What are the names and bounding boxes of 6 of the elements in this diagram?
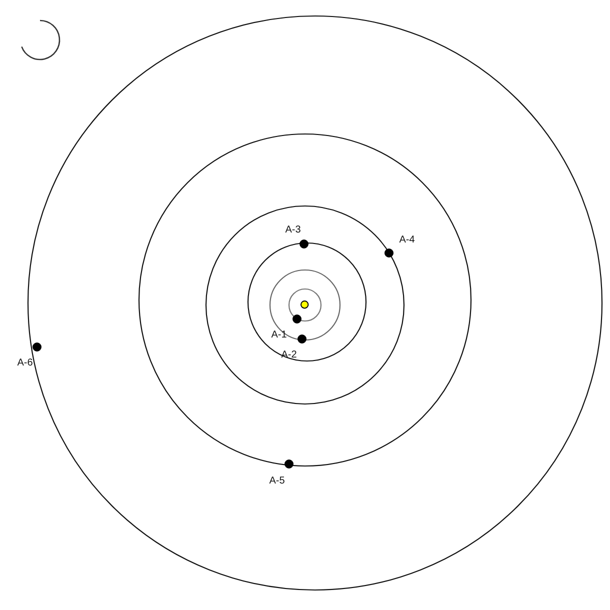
- planet-label: A-6: [17, 358, 33, 368]
- planet-label: A-5: [269, 476, 285, 486]
- planet-label: A-3: [285, 224, 301, 236]
- planet-label: A-4: [399, 234, 415, 246]
- planet-label: A-2: [281, 350, 297, 360]
- planet-label: A-1: [271, 330, 287, 340]
